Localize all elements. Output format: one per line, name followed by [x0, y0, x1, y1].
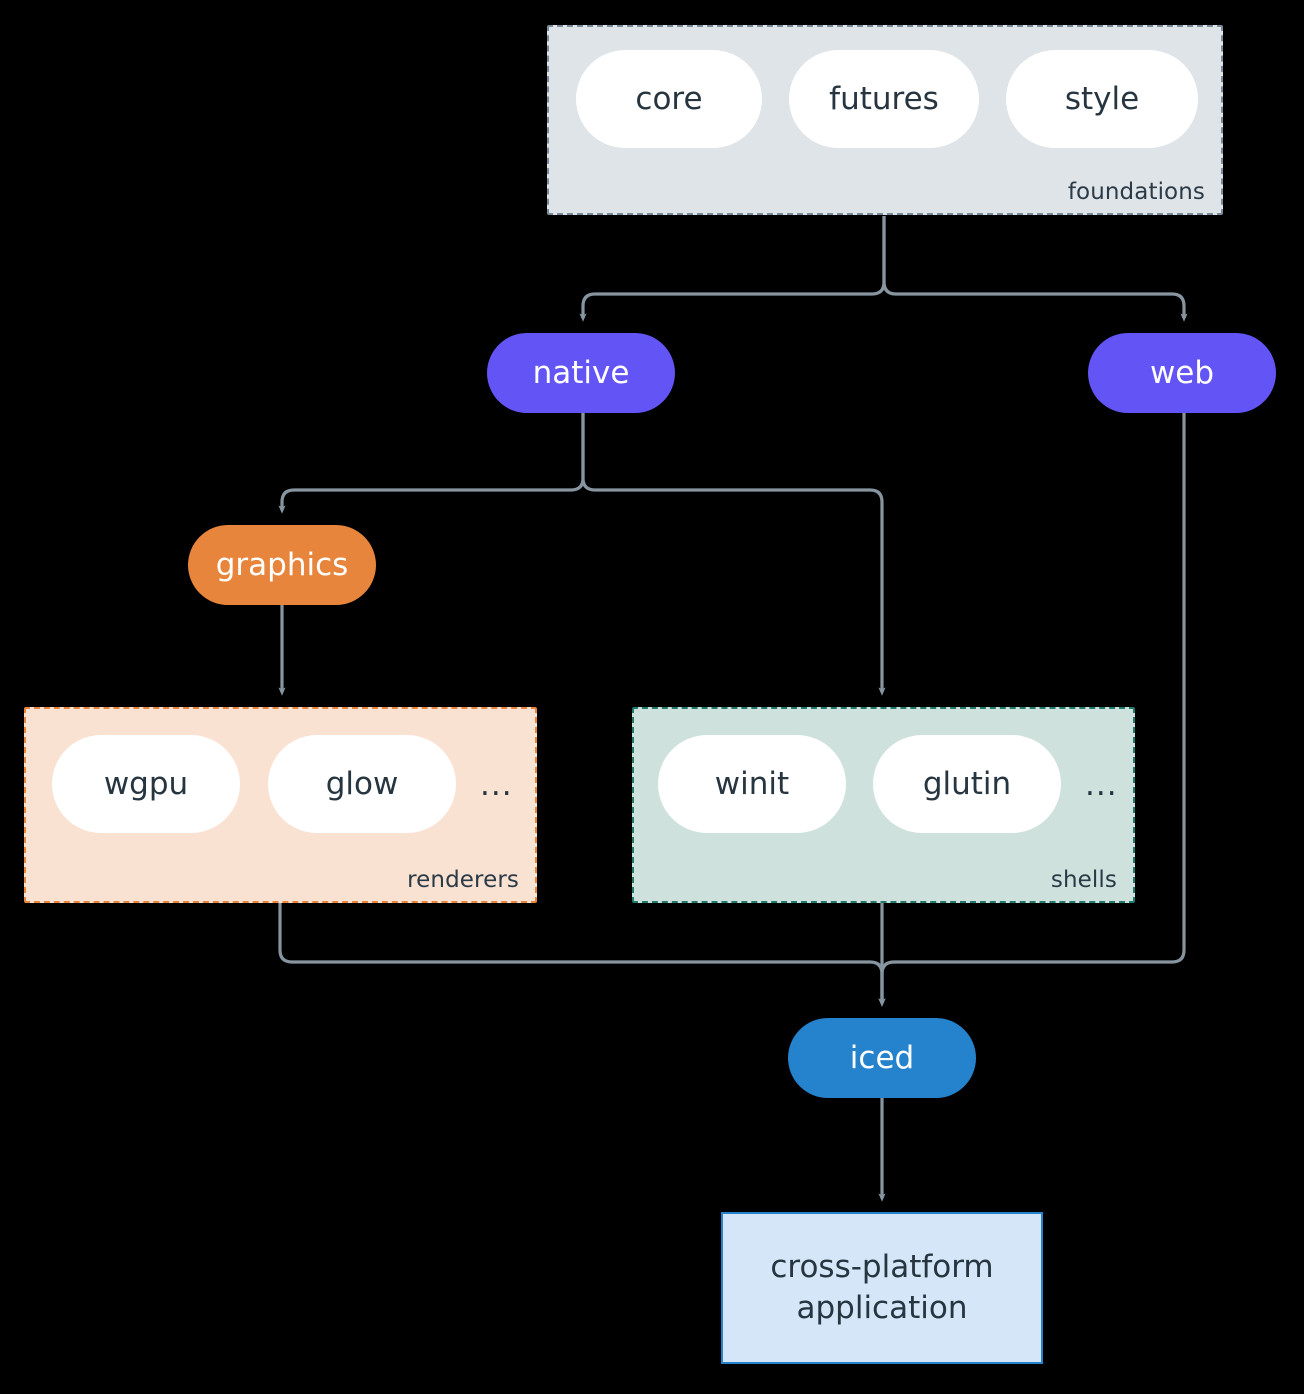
- renderers-ellipsis: ...: [480, 767, 513, 803]
- cluster-foundations: core futures style foundations: [547, 25, 1223, 215]
- chip-wgpu[interactable]: wgpu: [52, 735, 240, 833]
- chip-label: glow: [325, 766, 399, 802]
- edge-native-graphics: [278, 413, 585, 514]
- chip-label: glutin: [922, 766, 1012, 802]
- node-graphics[interactable]: graphics: [188, 525, 376, 605]
- chip-label: wgpu: [103, 766, 189, 802]
- chip-futures[interactable]: futures: [789, 50, 979, 148]
- chip-label: futures: [829, 81, 939, 117]
- edge-foundations-web: [882, 216, 1188, 322]
- chip-label: style: [1064, 81, 1140, 117]
- shells-ellipsis: ...: [1085, 767, 1118, 803]
- node-label: graphics: [215, 547, 349, 583]
- node-iced[interactable]: iced: [788, 1018, 976, 1098]
- node-label: iced: [849, 1040, 915, 1076]
- cluster-label-renderers: renderers: [407, 867, 519, 893]
- edge-native-shells: [581, 413, 886, 696]
- cluster-label-shells: shells: [1050, 867, 1117, 893]
- node-application-text: cross-platform application: [770, 1247, 993, 1329]
- cluster-shells: winit glutin ... shells: [632, 707, 1135, 903]
- chip-label: winit: [714, 766, 790, 802]
- edge-foundations-native: [579, 216, 886, 322]
- chip-glutin[interactable]: glutin: [873, 735, 1061, 833]
- edge-renderers-iced: [278, 903, 886, 1007]
- chip-label: core: [635, 81, 703, 117]
- chip-core[interactable]: core: [576, 50, 762, 148]
- node-application[interactable]: cross-platform application: [721, 1212, 1043, 1364]
- node-label: web: [1149, 355, 1215, 391]
- cluster-label-foundations: foundations: [1067, 179, 1205, 205]
- cluster-renderers: wgpu glow ... renderers: [24, 707, 537, 903]
- chip-style[interactable]: style: [1006, 50, 1198, 148]
- node-label: native: [532, 355, 630, 391]
- node-application-line1: cross-platform: [770, 1249, 994, 1286]
- chip-glow[interactable]: glow: [268, 735, 456, 833]
- node-native[interactable]: native: [487, 333, 675, 413]
- chip-winit[interactable]: winit: [658, 735, 846, 833]
- node-application-line2: application: [796, 1290, 968, 1326]
- node-web[interactable]: web: [1088, 333, 1276, 413]
